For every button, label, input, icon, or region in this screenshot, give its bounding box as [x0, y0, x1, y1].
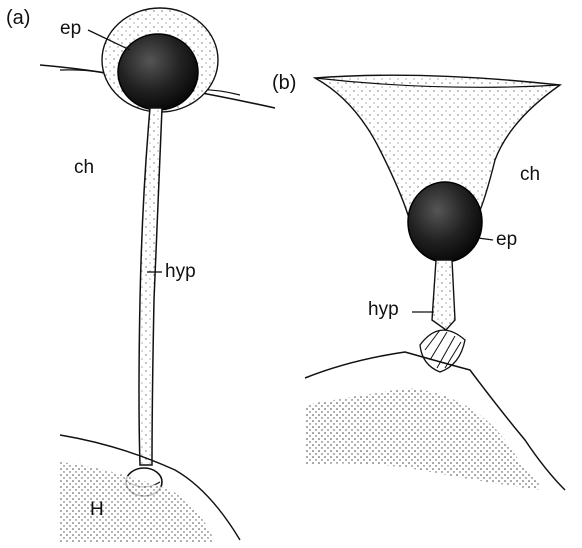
- panel-a-label-ch: ch: [74, 158, 94, 177]
- panel-b-label-ep: ep: [496, 230, 517, 249]
- panel-a-label: (a): [6, 8, 30, 28]
- panel-b-label-hyp: hyp: [368, 300, 399, 319]
- panel-a-label-H: H: [90, 500, 104, 519]
- panel-a-label-hyp: hyp: [165, 262, 196, 281]
- panel-a-label-ep: ep: [60, 19, 81, 38]
- panel-b-ep-leader: [478, 238, 493, 240]
- panel-a-embryo-ep: [118, 34, 198, 110]
- panel-b-haustorium: [420, 330, 465, 372]
- panel-a-drawing: [40, 8, 275, 543]
- panel-b-label: (b): [272, 73, 296, 93]
- panel-b-label-ch: ch: [520, 165, 540, 184]
- panel-b-drawing: [305, 75, 565, 490]
- panel-b-host-tissue: [305, 388, 540, 490]
- panel-b-embryo-ep: [408, 182, 482, 262]
- panel-a-hyp-stalk: [139, 108, 162, 465]
- panel-b-hyp-stalk: [432, 260, 455, 330]
